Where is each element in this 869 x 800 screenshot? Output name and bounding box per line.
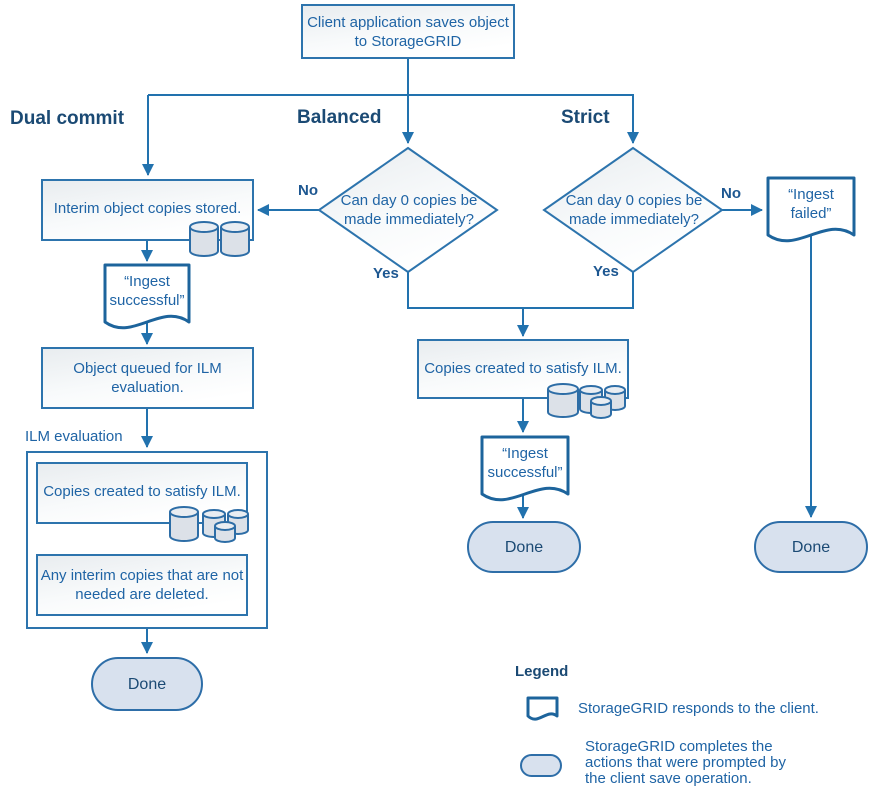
connector-yes-strict-elbow xyxy=(523,272,634,309)
storage-cylinders-mid-icon xyxy=(547,383,626,419)
ingest-failed-doc xyxy=(766,176,856,243)
interim-deleted-label: Any interim copies that are not needed a… xyxy=(40,567,244,603)
ingest-successful-mid-label: “Ingest successful” xyxy=(487,445,563,481)
ingest-successful-doc-left xyxy=(103,263,191,330)
ingest-successful-doc-mid xyxy=(480,435,570,502)
legend-stadium-desc: StorageGRID completes the actions that w… xyxy=(585,738,786,787)
legend-document-desc: StorageGRID responds to the client. xyxy=(578,700,819,717)
decision-strict-label: Can day 0 copies be made immediately? xyxy=(565,192,703,228)
client-save-box xyxy=(301,4,515,59)
done-right-label: Done xyxy=(791,538,831,556)
done-mid-label: Done xyxy=(504,538,544,556)
interim-stored-label: Interim object copies stored. xyxy=(53,199,242,217)
branch-label-dual-commit: Dual commit xyxy=(10,108,125,129)
done-stadium-left xyxy=(91,657,203,711)
decision-diamond-strict xyxy=(542,146,724,274)
legend-document-icon xyxy=(526,696,559,721)
copies-created-mid-label: Copies created to satisfy ILM. xyxy=(424,359,622,377)
done-stadium-mid xyxy=(467,521,581,573)
ilm-evaluation-label: ILM evaluation xyxy=(25,428,123,445)
decision-diamond-balanced xyxy=(317,146,499,274)
object-queued-label: Object queued for ILM evaluation. xyxy=(73,360,222,396)
legend-title: Legend xyxy=(515,663,569,680)
connector-lines xyxy=(141,58,817,654)
yes-label-strict: Yes xyxy=(593,263,619,280)
storage-cylinders-ilm-icon xyxy=(169,506,249,543)
yes-label-balanced: Yes xyxy=(373,265,399,282)
ingest-failed-label: “Ingest failed” xyxy=(788,186,834,222)
ingest-successful-left-label: “Ingest successful” xyxy=(109,273,185,309)
storage-cylinders-interim-icon xyxy=(189,221,250,257)
client-save-label: Client application saves object to Stora… xyxy=(307,13,509,50)
copies-created-ilm-label: Copies created to satisfy ILM. xyxy=(43,482,241,500)
no-label-balanced: No xyxy=(298,182,318,199)
connector-yes-balanced-elbow xyxy=(407,272,523,309)
done-stadium-right xyxy=(754,521,868,573)
branch-label-strict: Strict xyxy=(561,107,610,128)
interim-deleted-box xyxy=(36,554,248,616)
no-label-strict: No xyxy=(721,185,741,202)
object-queued-box xyxy=(41,347,254,409)
legend-stadium-icon xyxy=(520,754,562,777)
branch-label-balanced: Balanced xyxy=(297,107,382,128)
decision-balanced-label: Can day 0 copies be made immediately? xyxy=(340,192,478,228)
done-left-label: Done xyxy=(127,675,167,693)
